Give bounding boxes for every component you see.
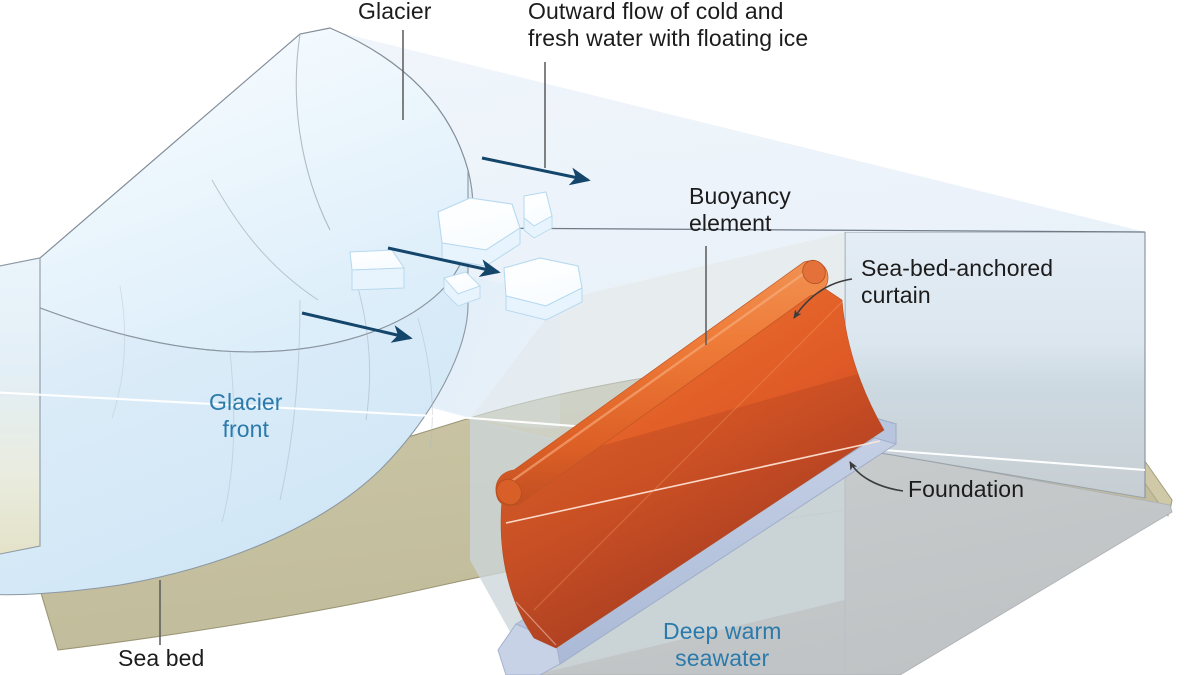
crevasse-line-2 (211, 179, 319, 301)
curtain-waterline (505, 440, 881, 524)
buoyancy-highlight (507, 270, 808, 485)
flow-arrow-1 (481, 156, 591, 186)
curtain-submerged-band (501, 374, 884, 648)
flow-arrow-3 (301, 311, 413, 343)
leader-lines (159, 30, 904, 645)
crevasse-line-5 (221, 351, 235, 523)
glacier-left-cut-face (0, 257, 41, 555)
glacier-top-surface (0, 27, 474, 353)
leader-curtain (793, 278, 853, 319)
crevasse-line-6 (417, 317, 433, 449)
ice-chunk (523, 191, 553, 239)
crevasse-line-4 (279, 299, 301, 501)
buoyancy-element (495, 260, 829, 507)
outward-flow-arrows (301, 156, 591, 343)
sea-bed-anchored-curtain (495, 259, 885, 649)
buoyancy-end-cap-left (496, 478, 522, 506)
curtain-lower-crease (515, 601, 557, 646)
crevasse-line-7 (111, 285, 126, 419)
crevasse-line-1 (295, 33, 331, 231)
water-surface-top-edge (469, 227, 1146, 233)
curtain-crease (533, 301, 843, 611)
leader-foundation (849, 461, 904, 492)
ice-chunk (349, 249, 405, 291)
ice-chunk (443, 271, 481, 307)
flow-arrow-2 (387, 246, 501, 277)
floating-ice (349, 191, 583, 321)
ice-chunk (503, 257, 583, 321)
buoyancy-end-cap-right (802, 259, 826, 285)
